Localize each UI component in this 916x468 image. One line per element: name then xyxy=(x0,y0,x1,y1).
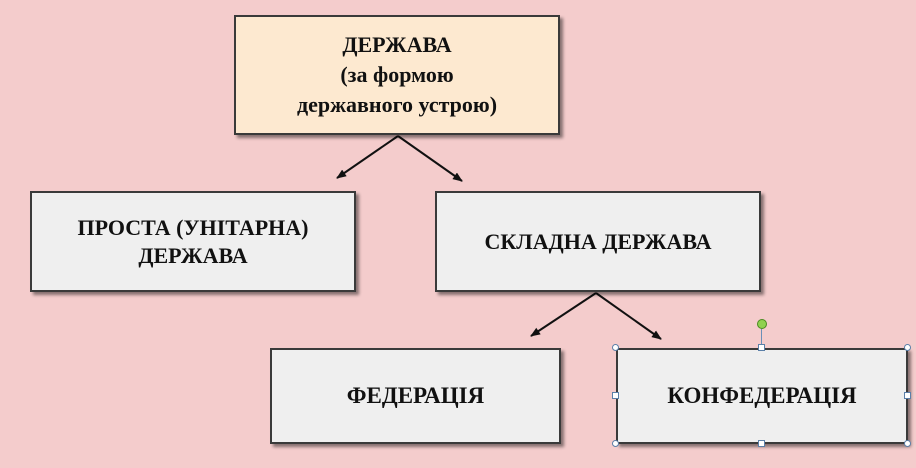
resize-handle-top-left[interactable] xyxy=(612,344,619,351)
resize-handle-top[interactable] xyxy=(758,344,765,351)
node-state-root-label: ДЕРЖАВА (за формою державного устрою) xyxy=(296,32,498,117)
resize-handle-left[interactable] xyxy=(612,392,619,399)
arrow-root-to-simple xyxy=(336,135,399,179)
resize-handle-top-right[interactable] xyxy=(904,344,911,351)
node-simple-state[interactable]: ПРОСТА (УНІТАРНА) ДЕРЖАВА xyxy=(30,191,356,292)
resize-handle-bottom-left[interactable] xyxy=(612,440,619,447)
resize-handle-bottom[interactable] xyxy=(758,440,765,447)
arrow-complex-to-confederation xyxy=(595,292,662,340)
arrow-root-to-complex xyxy=(397,135,463,182)
node-complex-state[interactable]: СКЛАДНА ДЕРЖАВА xyxy=(435,191,761,292)
node-confederation[interactable]: КОНФЕДЕРАЦІЯ xyxy=(616,348,908,444)
node-simple-state-label: ПРОСТА (УНІТАРНА) ДЕРЖАВА xyxy=(77,214,309,268)
resize-handle-bottom-right[interactable] xyxy=(904,440,911,447)
arrow-complex-to-federation xyxy=(530,292,597,337)
node-federation-label: ФЕДЕРАЦІЯ xyxy=(346,383,485,408)
node-complex-state-label: СКЛАДНА ДЕРЖАВА xyxy=(484,228,712,254)
node-state-root[interactable]: ДЕРЖАВА (за формою державного устрою) xyxy=(234,15,560,135)
node-federation[interactable]: ФЕДЕРАЦІЯ xyxy=(270,348,561,444)
rotate-handle-stem xyxy=(761,329,762,347)
node-confederation-label: КОНФЕДЕРАЦІЯ xyxy=(667,383,857,408)
resize-handle-right[interactable] xyxy=(904,392,911,399)
rotate-handle[interactable] xyxy=(757,319,767,329)
